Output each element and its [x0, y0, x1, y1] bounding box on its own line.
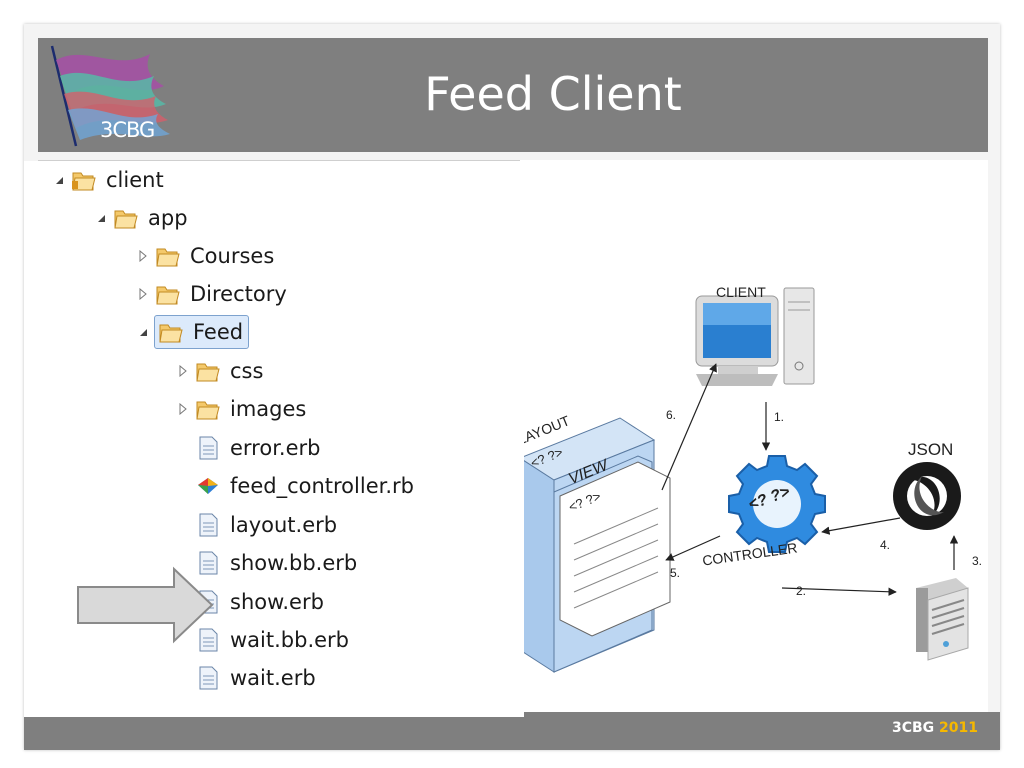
tree-item-label: client: [106, 168, 164, 192]
slide-footer: 3CBG 2011: [24, 712, 1000, 750]
view-document-icon: [553, 455, 671, 673]
folder-icon: [154, 280, 182, 308]
step-5-label: 5.: [670, 566, 681, 580]
controller-gear-icon: [728, 455, 826, 553]
text-file-icon: [194, 664, 222, 692]
folder-open-icon: [112, 204, 140, 232]
tree-item-label: wait.bb.erb: [230, 628, 350, 652]
tree-expanded-icon[interactable]: [90, 201, 112, 235]
tree-item-label: show.erb: [230, 590, 324, 614]
project-folder-icon: [70, 166, 98, 194]
ruby-file-icon: [194, 472, 222, 500]
tree-item-css[interactable]: css: [172, 354, 263, 388]
tree-collapsed-icon[interactable]: [172, 392, 194, 426]
logo-text: 3CBG: [100, 118, 155, 142]
client-label: CLIENT: [716, 284, 766, 300]
tree-item-courses[interactable]: Courses: [132, 239, 274, 273]
folder-open-icon: [157, 318, 185, 346]
flag-logo-icon: [50, 45, 170, 147]
tree-item-label: feed_controller.rb: [230, 474, 414, 498]
tree-item-label: Directory: [190, 282, 287, 306]
tree-item-label: wait.erb: [230, 666, 316, 690]
folder-icon: [154, 242, 182, 270]
folder-icon: [194, 395, 222, 423]
step-3-label: 3.: [972, 554, 983, 568]
tree-item-layout-erb[interactable]: layout.erb: [194, 508, 337, 542]
client-computer-icon: [695, 287, 815, 386]
tree-item-show-bb-erb[interactable]: show.bb.erb: [194, 546, 357, 580]
tree-item-label: Feed: [193, 320, 244, 344]
slide: Feed Client 3CBG 3CBG 2011: [24, 24, 1000, 750]
tree-item-images[interactable]: images: [172, 392, 306, 426]
tree-item-label: css: [230, 359, 264, 383]
footer-year: 2011: [939, 720, 978, 736]
tree-selection-highlight[interactable]: Feed: [154, 315, 250, 349]
folder-icon: [194, 357, 222, 385]
project-tree: client app Courses Directory Feed: [24, 161, 524, 717]
tree-item-label: layout.erb: [230, 513, 338, 537]
arrow-step-2: [781, 587, 897, 596]
pointer-arrow-icon: [77, 566, 214, 644]
server-icon: [916, 578, 969, 661]
arrow-step-4: [821, 517, 901, 535]
tree-item-client[interactable]: client: [48, 163, 164, 197]
tree-item-label: images: [230, 397, 307, 421]
text-file-icon: [194, 626, 222, 654]
tree-item-directory[interactable]: Directory: [132, 277, 287, 311]
tree-item-label: show.bb.erb: [230, 551, 358, 575]
tree-item-label: app: [148, 206, 188, 230]
tree-expanded-icon[interactable]: [132, 315, 154, 349]
step-2-label: 2.: [796, 584, 807, 598]
tree-collapsed-icon[interactable]: [132, 277, 154, 311]
tree-item-wait-bb-erb[interactable]: wait.bb.erb: [194, 623, 349, 657]
mvc-diagram: CLIENT JSON LAYOUT <? ?> VIEW <? ?> <? ?…: [515, 160, 988, 712]
tree-item-error-erb[interactable]: error.erb: [194, 431, 320, 465]
arrow-step-5: [665, 535, 721, 561]
tree-expanded-icon[interactable]: [48, 163, 70, 197]
text-file-icon: [194, 549, 222, 577]
text-file-icon: [194, 434, 222, 462]
tree-item-wait-erb[interactable]: wait.erb: [194, 661, 316, 695]
diagram-canvas: [518, 287, 969, 673]
json-label: JSON: [908, 440, 954, 459]
slide-header: Feed Client 3CBG: [38, 38, 988, 152]
step-1-label: 1.: [774, 410, 785, 424]
text-file-icon: [194, 511, 222, 539]
tree-item-label: Courses: [190, 244, 275, 268]
arrow-step-6: [661, 363, 717, 491]
tree-item-label: error.erb: [230, 436, 321, 460]
tree-collapsed-icon[interactable]: [172, 354, 194, 388]
tree-item-app[interactable]: app: [90, 201, 188, 235]
tree-item-feed[interactable]: Feed: [132, 315, 250, 349]
tree-item-show-erb[interactable]: show.erb: [194, 585, 324, 619]
json-logo-icon: [893, 462, 961, 530]
tree-item-feed-controller-rb[interactable]: feed_controller.rb: [194, 469, 414, 503]
step-4-label: 4.: [880, 538, 891, 552]
footer-text: 3CBG 2011: [892, 720, 978, 736]
step-6-label: 6.: [666, 408, 677, 422]
footer-brand: 3CBG: [891, 720, 935, 736]
slide-title: Feed Client: [424, 67, 682, 121]
tree-collapsed-icon[interactable]: [132, 239, 154, 273]
